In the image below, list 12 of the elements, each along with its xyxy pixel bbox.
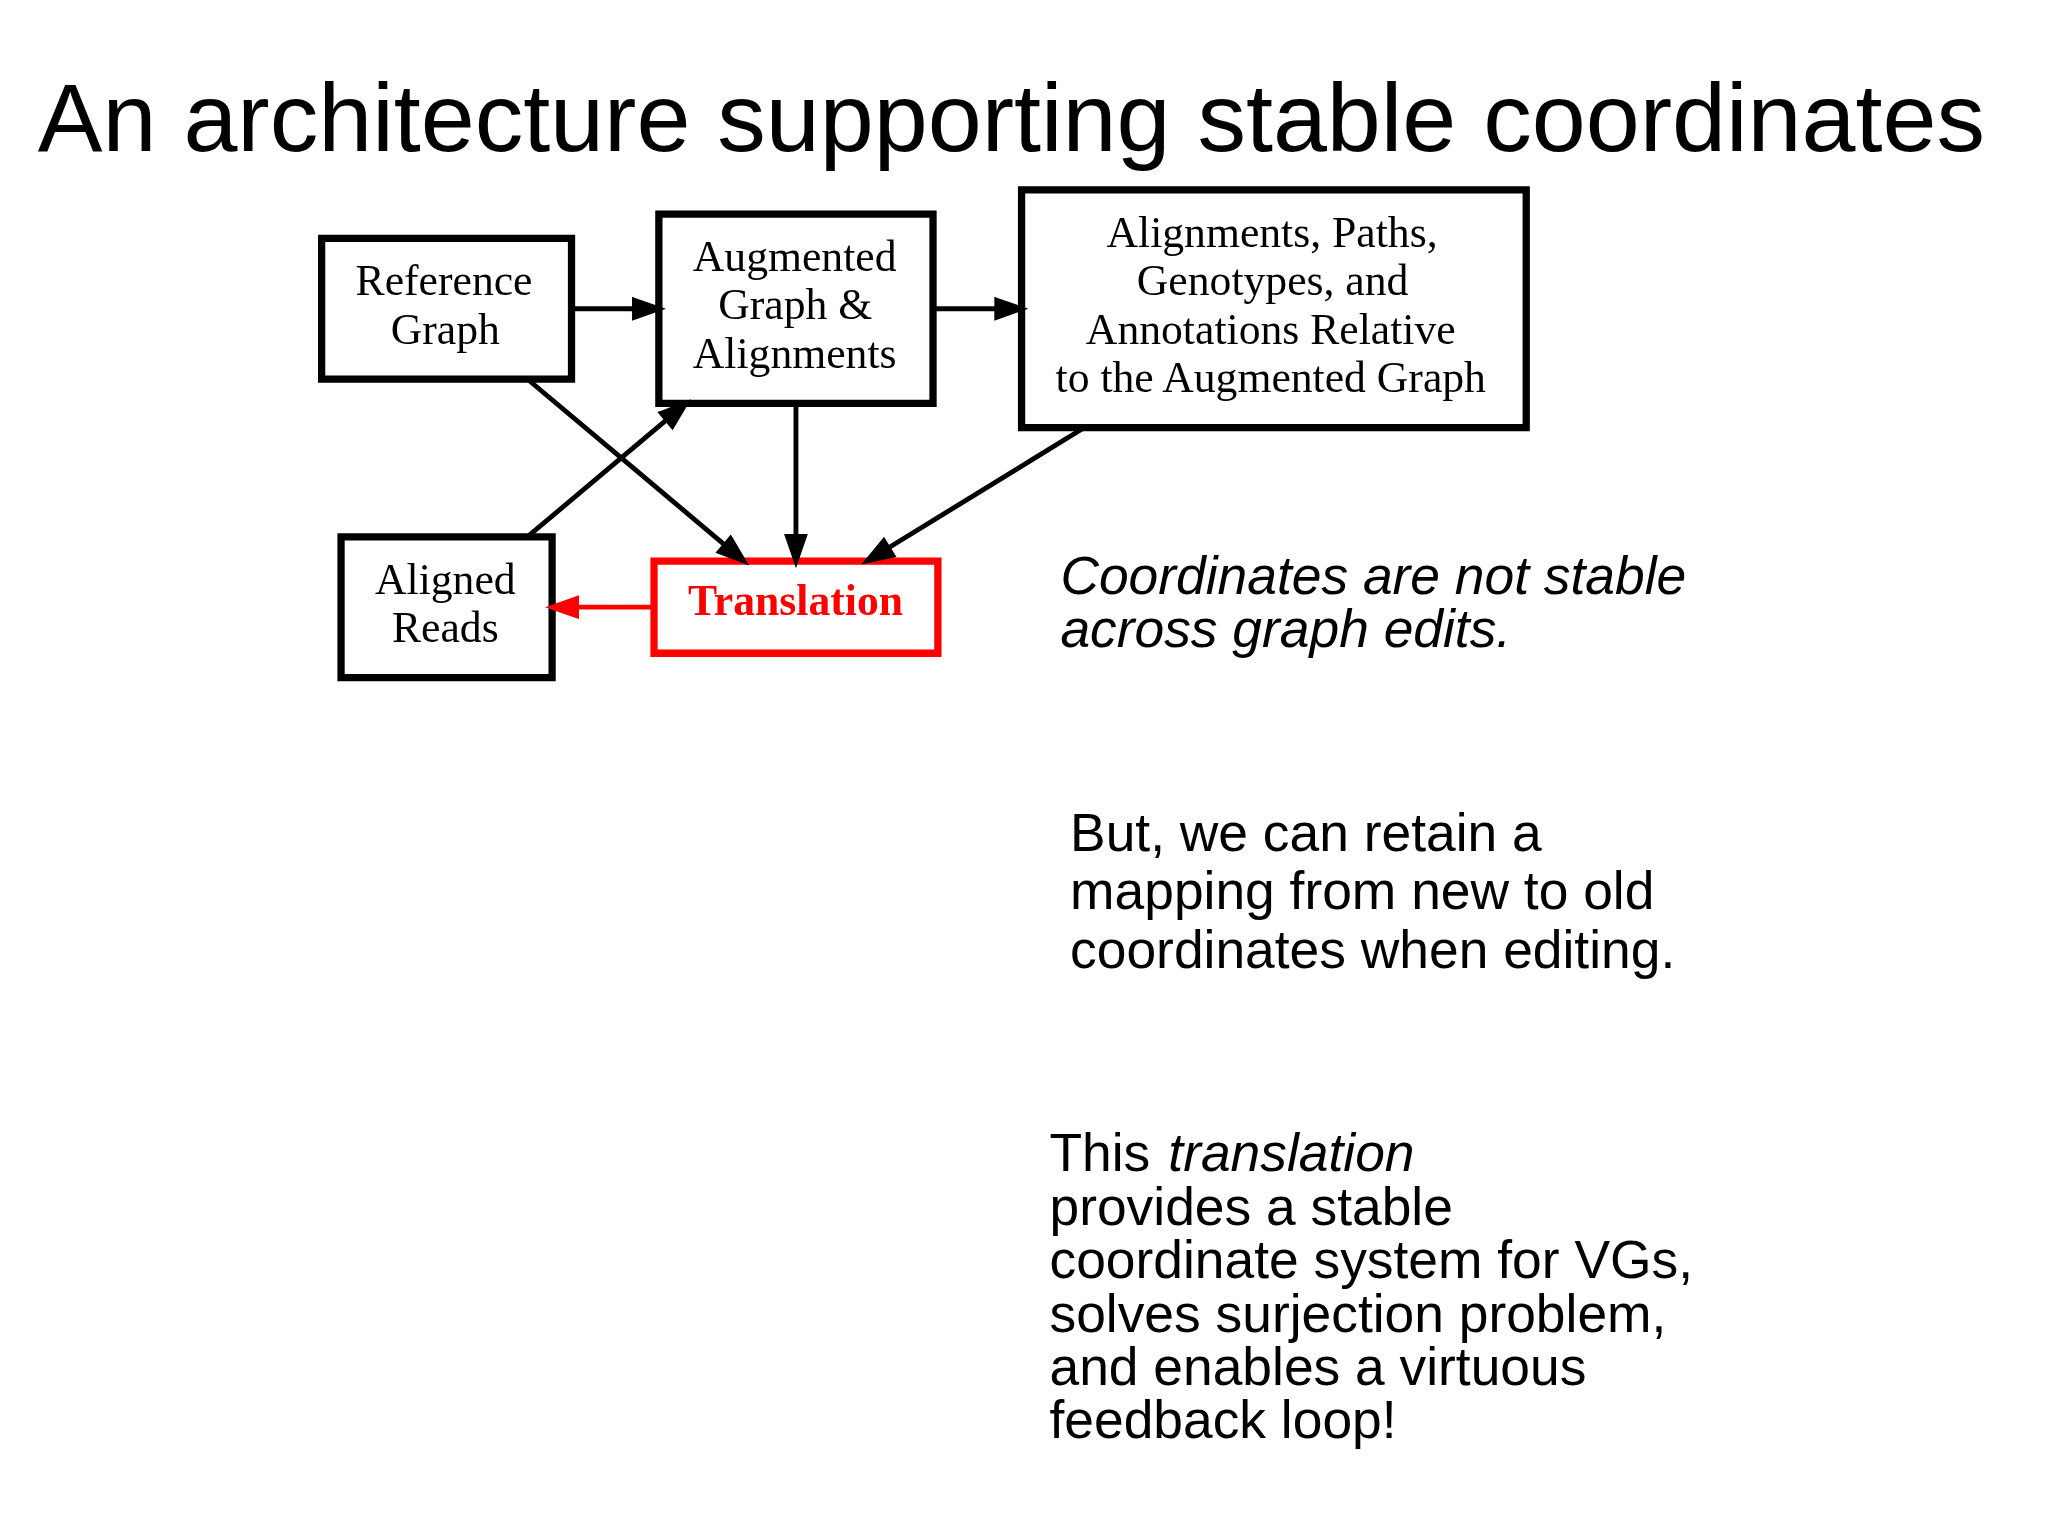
arrow [933,296,1029,321]
label: But, we can retain a mapping from new to old coordinates when editing. [1070,802,1676,979]
node-box: Reference Graph [318,234,576,383]
label: Coordinates are not stable across graph edits. [1060,545,1687,658]
arrow [545,594,654,619]
node-box: Aligned Reads [337,532,556,681]
node-box: Augmented Graph & Alignments [655,210,937,407]
node-box: Alignments, Paths, Genotypes, and Annotations Relative to the Augmented Graph [1017,185,1530,431]
arrow [572,296,666,321]
label: This translation provides a stable coordinate system for VGs, solves surjection problem, and enables a virtuous feedback loop! [1049,1122,1694,1449]
diagram-title: An architecture supporting stable coordinates [37,62,1985,172]
node-box: Translation [650,556,942,657]
